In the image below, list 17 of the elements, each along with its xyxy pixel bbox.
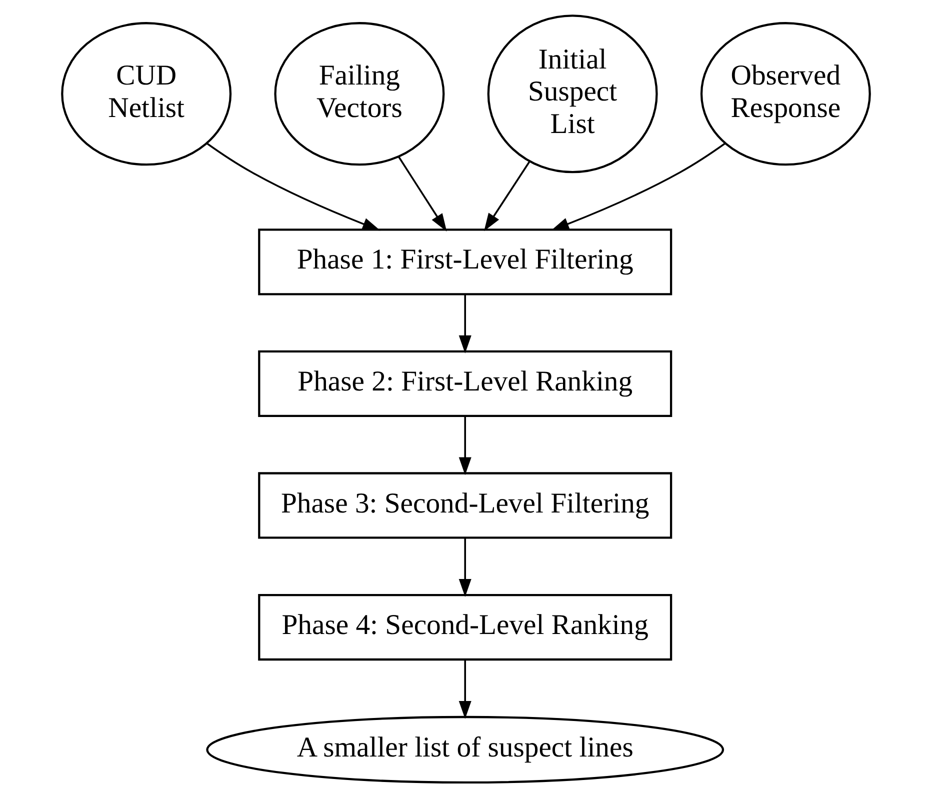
node-box: Phase 4: Second-Level Ranking xyxy=(258,594,672,661)
node-ellipse: Failing Vectors xyxy=(274,22,445,166)
node-ellipse: Observed Response xyxy=(700,22,871,166)
arrow xyxy=(458,416,472,476)
arrow xyxy=(398,156,447,232)
arrow xyxy=(551,142,726,230)
node-box: Phase 3: Second-Level Filtering xyxy=(258,472,672,539)
arrow xyxy=(484,161,530,232)
node-ellipse: A smaller list of suspect lines xyxy=(206,716,724,784)
node-box: Phase 2: First-Level Ranking xyxy=(258,350,672,417)
arrow xyxy=(458,538,472,597)
node-ellipse: CUD Netlist xyxy=(61,22,232,166)
arrow xyxy=(206,142,380,231)
arrow xyxy=(458,660,472,719)
node-box: Phase 1: First-Level Filtering xyxy=(258,228,672,296)
arrow xyxy=(458,294,472,354)
node-circle: Initial Suspect List xyxy=(487,14,658,174)
